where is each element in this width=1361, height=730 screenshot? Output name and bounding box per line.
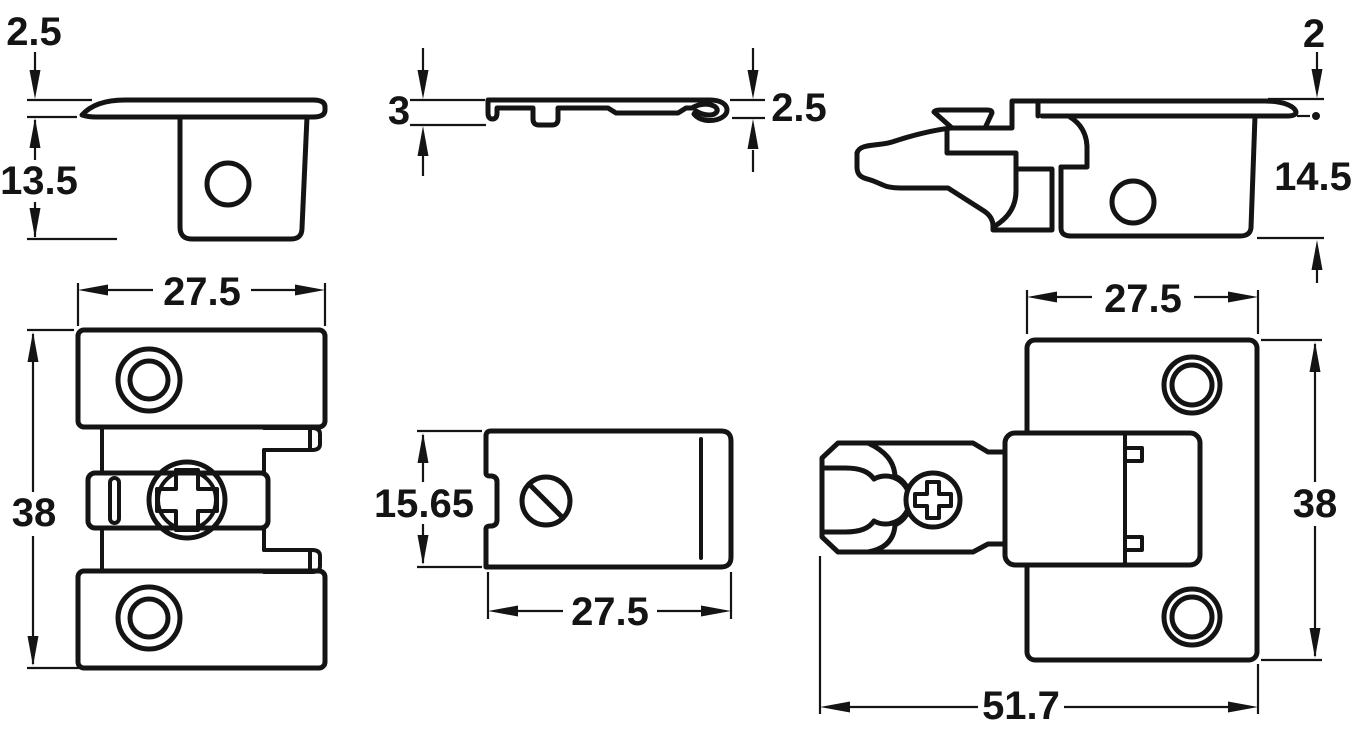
assembly-screw-cross	[913, 480, 953, 520]
extension-line	[818, 556, 1260, 714]
cap-profile-outline	[485, 97, 730, 128]
dim-label-profile-right: 2.5	[771, 86, 827, 130]
arrowhead-down	[29, 70, 41, 99]
dim-label-plate-width: 27.5	[1104, 277, 1182, 321]
dim-label-front-height: 38	[12, 491, 57, 535]
dim-label-side-flange: 2	[1303, 12, 1325, 56]
cap-front-screw-slot	[526, 481, 566, 521]
dim-label-overall-length: 51.7	[982, 684, 1060, 728]
cap-front-outline	[483, 428, 734, 570]
front-bottom-tab	[262, 548, 322, 574]
arrowhead-up	[417, 126, 429, 156]
plate-bottom-hole-outer	[1161, 586, 1223, 648]
front-screw-cross	[155, 468, 219, 532]
side-step-outline	[982, 98, 1041, 131]
arrowhead-down	[417, 70, 429, 99]
cap-flange-outline	[79, 97, 328, 120]
arrowhead-down	[29, 208, 41, 238]
dim-label-body-depth: 13.5	[0, 159, 78, 203]
plate-top-hole-inner	[1169, 362, 1215, 408]
front-band-slot	[108, 476, 121, 525]
extension-line	[486, 572, 733, 619]
dim-label-flange-height: 2.5	[6, 10, 62, 54]
dim-label-cap-height: 15.65	[374, 482, 474, 526]
arrowhead-down	[747, 70, 759, 99]
arrowhead-right	[1228, 701, 1258, 713]
arrowhead-down	[27, 636, 39, 666]
arrowhead-left	[1027, 291, 1057, 303]
front-top-tab	[262, 426, 322, 452]
assembly-block	[1002, 430, 1203, 568]
arrowhead-up	[1311, 240, 1323, 270]
dim-label-profile-left: 3	[388, 89, 410, 133]
view-cap-profile: 3 2.5	[388, 48, 827, 176]
plate-top-hole-outer	[1161, 354, 1223, 416]
dim-label-cap-width: 27.5	[571, 590, 649, 634]
cap-side-hole	[204, 160, 252, 208]
front-top-block	[75, 327, 328, 430]
dim-label-side-depth: 14.5	[1274, 155, 1352, 199]
plate-bottom-hole-inner	[1169, 594, 1215, 640]
front-top-hole-outer	[115, 346, 183, 414]
arrowhead-up	[27, 332, 39, 362]
arrowhead-left	[820, 701, 850, 713]
extension-line	[1261, 338, 1322, 662]
front-bottom-block	[75, 568, 328, 671]
side-cup-outline	[1058, 113, 1258, 239]
side-lever-outline	[854, 125, 1055, 233]
cap-body-outline	[177, 114, 310, 242]
arrowhead-down	[1309, 628, 1321, 658]
cap-front-screw	[519, 474, 573, 528]
side-flange-outline	[1035, 98, 1299, 119]
arrowhead-left	[78, 284, 108, 296]
arrowhead-right	[295, 284, 325, 296]
view-connector-side: 2 14.5	[854, 12, 1352, 283]
extension-line	[27, 328, 116, 670]
side-cup-inner-step	[1058, 114, 1090, 170]
countersunk-screw	[931, 107, 995, 131]
reference-dot	[1312, 112, 1320, 120]
side-lever-inner-step	[944, 126, 1019, 229]
view-cap-side: 2.5 13.5	[0, 10, 328, 242]
extension-line	[76, 283, 327, 326]
extension-line	[417, 429, 482, 569]
arrowhead-left	[488, 605, 518, 617]
front-screw-head-inner	[156, 469, 218, 531]
arrowhead-up	[417, 433, 429, 463]
front-screw-head	[146, 459, 228, 541]
arrowhead-down	[417, 535, 429, 565]
assembly-block-notch-bottom	[1123, 535, 1144, 552]
arrowhead-up	[747, 119, 759, 149]
dim-label-plate-height: 38	[1293, 482, 1338, 526]
arrowhead-up	[29, 118, 41, 148]
arrowhead-up	[1309, 342, 1321, 372]
side-cup-hole	[1109, 178, 1157, 226]
arrowhead-right	[1228, 291, 1258, 303]
arrowhead-down	[1311, 69, 1323, 98]
assembly-screw-head	[903, 470, 963, 530]
view-assembly-front: 27.5 38 51.7	[818, 277, 1338, 728]
front-bottom-hole-inner	[127, 596, 171, 640]
dim-label-front-width: 27.5	[163, 270, 241, 314]
view-cap-front: 15.65 27.5	[374, 428, 734, 634]
front-bottom-hole-outer	[115, 584, 183, 652]
view-connector-front: 27.5 38	[12, 270, 328, 671]
extension-line	[1025, 290, 1260, 334]
front-top-hole-inner	[127, 358, 171, 402]
assembly-block-notch-top	[1123, 446, 1144, 463]
front-neck-edges	[100, 425, 266, 573]
arrowhead-right	[701, 605, 731, 617]
